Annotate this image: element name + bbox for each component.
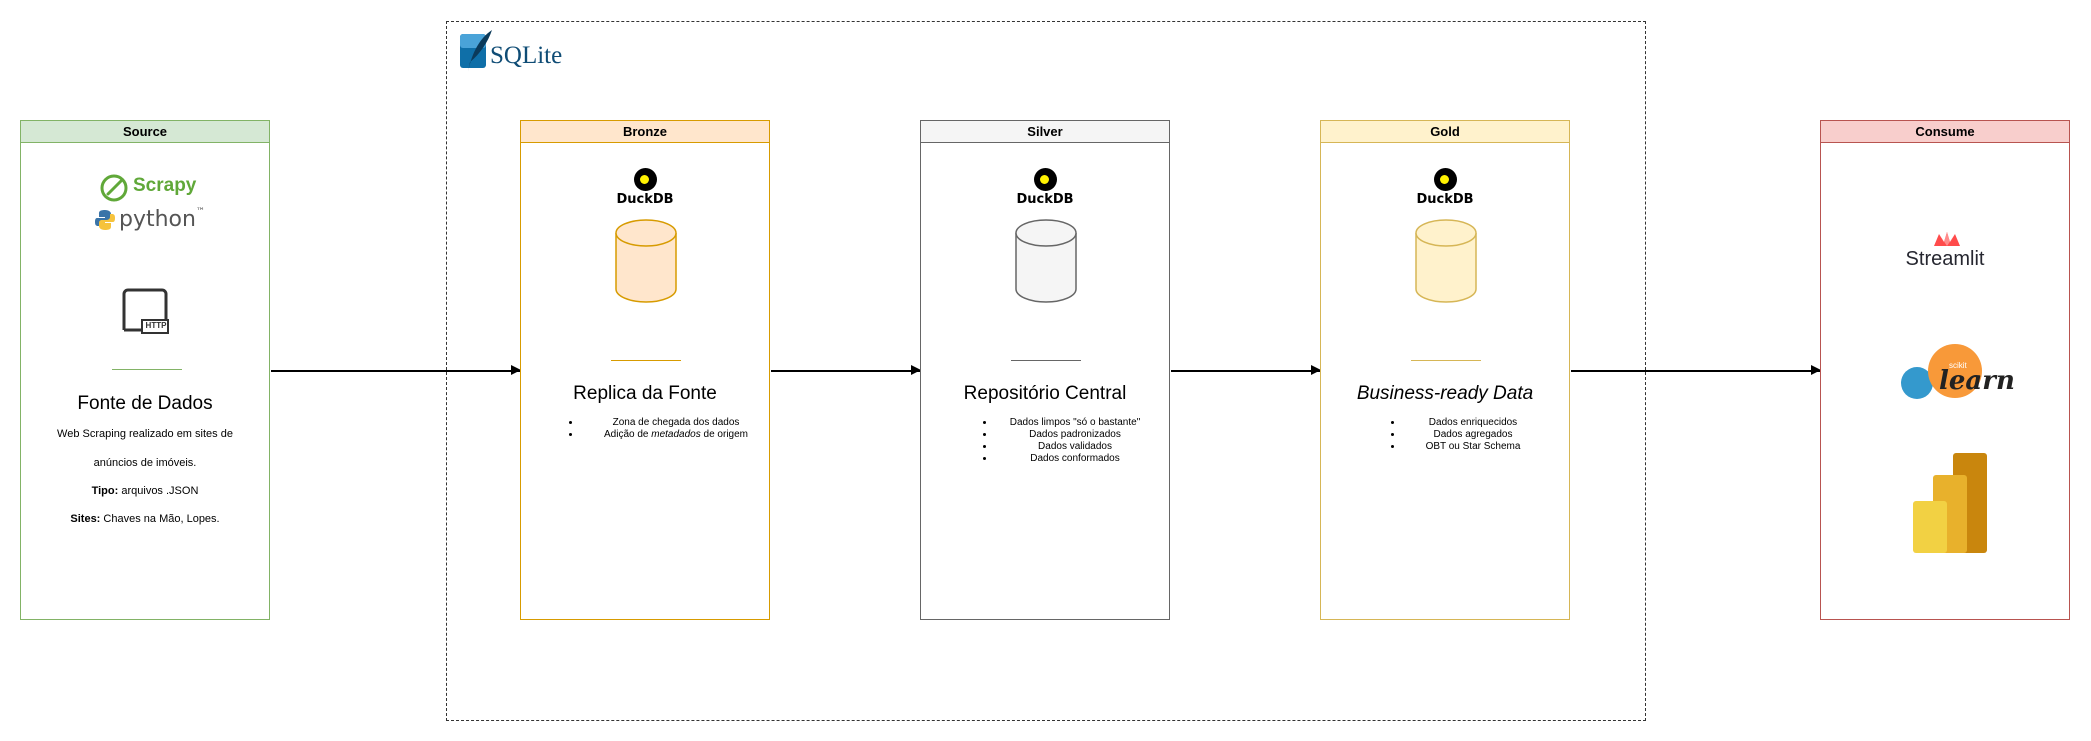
bronze-bullet-2-pre: Adição de: [604, 429, 652, 440]
bronze-duckdb-label: DuckDB: [616, 192, 674, 207]
gold-bullet-1: Dados enriquecidos: [1403, 417, 1543, 429]
gold-duckdb-logo: DuckDB: [1321, 168, 1569, 208]
silver-bullet-list: Dados limpos "só o bastante" Dados padro…: [973, 417, 1155, 465]
sqlite-logo-text: SQLite: [490, 42, 563, 69]
http-document-icon: [122, 288, 169, 334]
silver-box: Silver DuckDB Repositório Central Dados …: [920, 120, 1170, 620]
source-desc-line2: anúncios de imóveis.: [93, 457, 197, 469]
silver-title: Repositório Central: [963, 383, 1127, 404]
bronze-database-icon: [615, 219, 677, 303]
scikit-small-label: scikit: [1949, 361, 1967, 370]
arrow-gold-to-consume: [1571, 366, 1821, 374]
bronze-header: Bronze: [521, 121, 769, 143]
python-label: python™: [119, 207, 205, 232]
silver-header: Silver: [921, 121, 1169, 143]
bronze-duckdb-logo: DuckDB: [521, 168, 769, 208]
bronze-divider: [611, 360, 681, 361]
gold-title: Business-ready Data: [1356, 383, 1534, 404]
scrapy-label: Scrapy: [133, 175, 197, 196]
gold-duckdb-label: DuckDB: [1416, 192, 1474, 207]
silver-bullet-2: Dados padronizados: [995, 429, 1155, 441]
bronze-bullet-1: Zona de chegada dos dados: [581, 417, 771, 429]
gold-header: Gold: [1321, 121, 1569, 143]
powerbi-icon: [1913, 453, 1987, 553]
arrow-source-to-bronze: [271, 366, 521, 374]
source-header: Source: [21, 121, 269, 143]
source-desc-line1: Web Scraping realizado em sites de: [57, 428, 233, 440]
python-tm: ™: [195, 207, 205, 217]
gold-divider: [1411, 360, 1481, 361]
silver-bullet-1: Dados limpos "só o bastante": [995, 417, 1155, 429]
source-title: Fonte de Dados: [77, 393, 213, 414]
arrow-silver-to-gold: [1171, 366, 1321, 374]
source-tipo-value: arquivos .JSON: [121, 485, 199, 497]
bronze-bullet-list: Zona de chegada dos dados Adição de meta…: [559, 417, 771, 441]
gold-database-icon: [1415, 219, 1477, 303]
silver-bullet-4: Dados conformados: [995, 453, 1155, 465]
bronze-box: Bronze DuckDB Replica da Fonte Zona de c…: [520, 120, 770, 620]
gold-bullet-list: Dados enriquecidos Dados agregados OBT o…: [1381, 417, 1543, 453]
bronze-title: Replica da Fonte: [573, 383, 717, 404]
gold-box: Gold DuckDB Business-ready Data Dados en…: [1320, 120, 1570, 620]
streamlit-label: Streamlit: [1905, 248, 1985, 270]
bronze-bullet-2-post: de origem: [700, 429, 748, 440]
arrow-bronze-to-silver: [771, 366, 921, 374]
duckdb-icon: [1034, 168, 1057, 191]
duckdb-icon: [634, 168, 657, 191]
source-tipo: Tipo: arquivos .JSON: [21, 485, 269, 497]
scrapy-icon: [100, 174, 128, 202]
source-divider: [112, 369, 182, 370]
silver-bullet-3: Dados validados: [995, 441, 1155, 453]
source-sites: Sites: Chaves na Mão, Lopes.: [21, 513, 269, 525]
source-box: Source Scrapy python™ HTTP Fonte de Dado…: [20, 120, 270, 620]
source-sites-label: Sites:: [70, 513, 101, 525]
streamlit-crown-icon: [1934, 232, 1960, 246]
silver-duckdb-label: DuckDB: [1016, 192, 1074, 207]
consume-header: Consume: [1821, 121, 2069, 143]
sqlite-feather-icon: [460, 30, 492, 72]
source-tipo-label: Tipo:: [91, 485, 119, 497]
gold-bullet-3: OBT ou Star Schema: [1403, 441, 1543, 453]
silver-duckdb-logo: DuckDB: [921, 168, 1169, 208]
silver-divider: [1011, 360, 1081, 361]
python-icon: [95, 210, 115, 230]
gold-bullet-2: Dados agregados: [1403, 429, 1543, 441]
python-label-text: python: [119, 207, 196, 232]
scikit-learn-icon: [1901, 344, 1982, 399]
bronze-bullet-2: Adição de metadados de origem: [581, 429, 771, 441]
bronze-bullet-2-em: metadados: [651, 429, 701, 440]
consume-box: Consume Streamlit scikit learn: [1820, 120, 2070, 620]
source-sites-value: Chaves na Mão, Lopes.: [103, 513, 220, 525]
scikit-learn-label: learn: [1939, 366, 2015, 396]
http-label: HTTP: [145, 321, 167, 330]
duckdb-icon: [1434, 168, 1457, 191]
silver-database-icon: [1015, 219, 1077, 303]
